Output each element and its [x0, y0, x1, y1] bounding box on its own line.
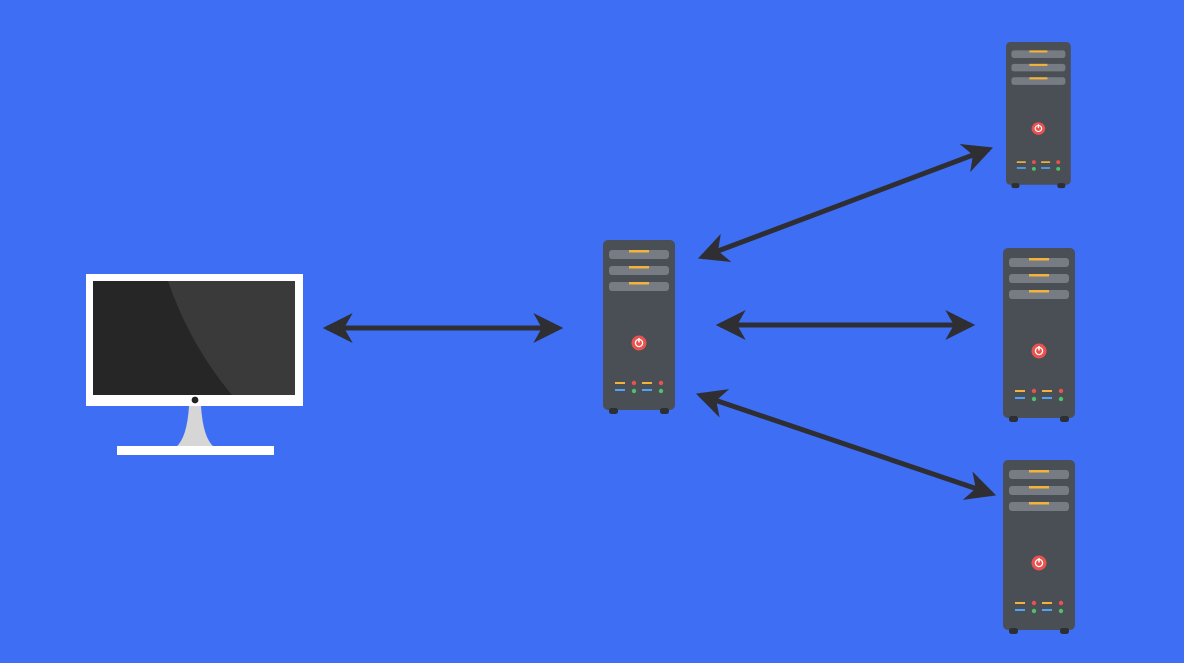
arrow-hub-server-top [697, 144, 994, 262]
server-top-icon [1005, 41, 1072, 189]
arrow-hub-server-bottom [695, 389, 997, 500]
server-bottom-icon [1002, 459, 1076, 635]
server-hub-icon [602, 239, 676, 415]
monitor-icon [86, 274, 303, 455]
server-middle-icon [1002, 247, 1076, 423]
